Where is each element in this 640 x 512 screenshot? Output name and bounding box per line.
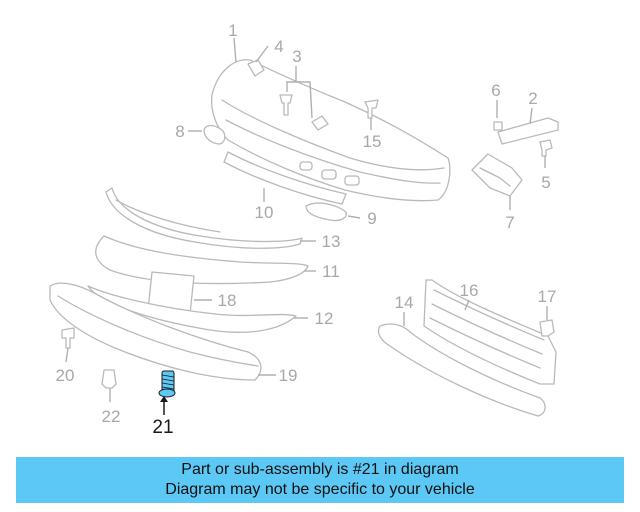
parts-diagram: 1 2 3 4 5 6 7 8 9 10 11 12 13 14 15 16 1… — [49, 21, 559, 438]
screw-part-6 — [493, 121, 503, 131]
callout-6: 6 — [491, 81, 500, 100]
screw-part-21 — [158, 370, 176, 398]
callout-15: 15 — [363, 132, 382, 151]
callout-10: 10 — [255, 203, 274, 222]
push-pin-part-3 — [279, 94, 329, 131]
bumper-cover-part — [210, 59, 451, 202]
clip-part-15 — [364, 99, 379, 119]
callout-12: 12 — [315, 309, 334, 328]
callout-19: 19 — [279, 366, 298, 385]
callout-13: 13 — [322, 232, 341, 251]
callout-8: 8 — [175, 122, 184, 141]
absorber-part-14 — [377, 323, 546, 417]
callout-14: 14 — [395, 293, 414, 312]
valance-part-19 — [49, 282, 262, 381]
callout-7: 7 — [505, 213, 514, 232]
callout-9: 9 — [367, 209, 376, 228]
clip-part-20 — [61, 327, 75, 349]
fastener-part-22 — [101, 369, 117, 389]
upper-strip-part-13 — [105, 187, 303, 249]
bracket-part-7 — [471, 153, 523, 197]
info-banner: Part or sub-assembly is #21 in diagram D… — [16, 457, 624, 503]
callout-5: 5 — [541, 173, 550, 192]
bolt-part-5 — [539, 139, 553, 157]
callout-11: 11 — [322, 262, 340, 281]
cap-part-4 — [247, 59, 265, 77]
banner-line-1: Part or sub-assembly is #21 in diagram — [181, 461, 459, 478]
side-marker-part-8 — [203, 124, 226, 145]
callout-4: 4 — [274, 37, 283, 56]
callout-2: 2 — [528, 89, 537, 108]
leader-lines — [65, 37, 548, 415]
callout-22: 22 — [102, 407, 121, 426]
callout-20: 20 — [56, 366, 75, 385]
banner-line-2: Diagram may not be specific to your vehi… — [165, 481, 475, 498]
callout-17: 17 — [538, 287, 557, 306]
callout-1: 1 — [228, 21, 237, 40]
lower-reinf-part-12 — [87, 285, 297, 333]
grille-part-10 — [223, 151, 347, 205]
bracket-part-2 — [497, 117, 559, 145]
callout-21: 21 — [152, 417, 173, 438]
clip-part-17 — [539, 319, 555, 337]
callout-16: 16 — [460, 281, 479, 300]
callout-18: 18 — [218, 291, 237, 310]
absorber-part-11 — [95, 235, 309, 285]
callout-3: 3 — [292, 47, 301, 66]
fog-bezel-part-9 — [305, 202, 347, 222]
